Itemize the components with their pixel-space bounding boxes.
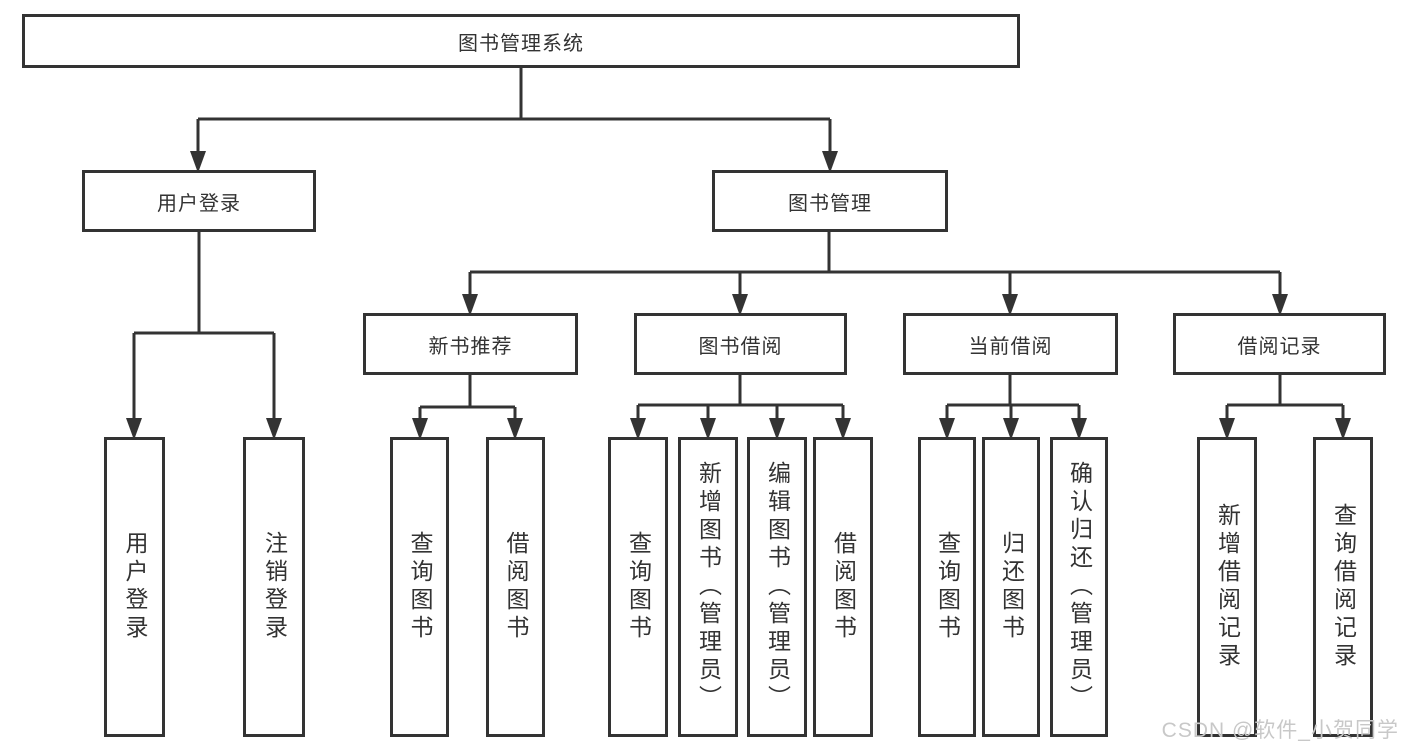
leaf-confirm-return-admin: 确认归还（管理员）: [1050, 437, 1108, 737]
leaf-logout: 注销登录: [243, 437, 305, 737]
node-book-borrowing: 图书借阅: [634, 313, 847, 375]
leaf-borrow-books: 借阅图书: [813, 437, 873, 737]
node-root-system: 图书管理系统: [22, 14, 1020, 68]
leaf-return-books: 归还图书: [982, 437, 1040, 737]
leaf-user-login: 用户登录: [104, 437, 165, 737]
node-current-borrowing: 当前借阅: [903, 313, 1118, 375]
node-user-login: 用户登录: [82, 170, 316, 232]
leaf-query-books-recommend: 查询图书: [390, 437, 449, 737]
leaf-edit-book-admin: 编辑图书（管理员）: [747, 437, 807, 737]
node-book-management: 图书管理: [712, 170, 948, 232]
node-new-book-recommendation: 新书推荐: [363, 313, 578, 375]
node-borrowing-records: 借阅记录: [1173, 313, 1386, 375]
leaf-query-books-current: 查询图书: [918, 437, 976, 737]
leaf-borrow-books-recommend: 借阅图书: [486, 437, 545, 737]
leaf-query-books-borrow: 查询图书: [608, 437, 668, 737]
csdn-watermark: CSDN @软件_小贺同学: [1161, 719, 1399, 742]
leaf-query-borrow-record: 查询借阅记录: [1313, 437, 1373, 737]
leaf-add-book-admin: 新增图书（管理员）: [678, 437, 738, 737]
leaf-add-borrow-record: 新增借阅记录: [1197, 437, 1257, 737]
